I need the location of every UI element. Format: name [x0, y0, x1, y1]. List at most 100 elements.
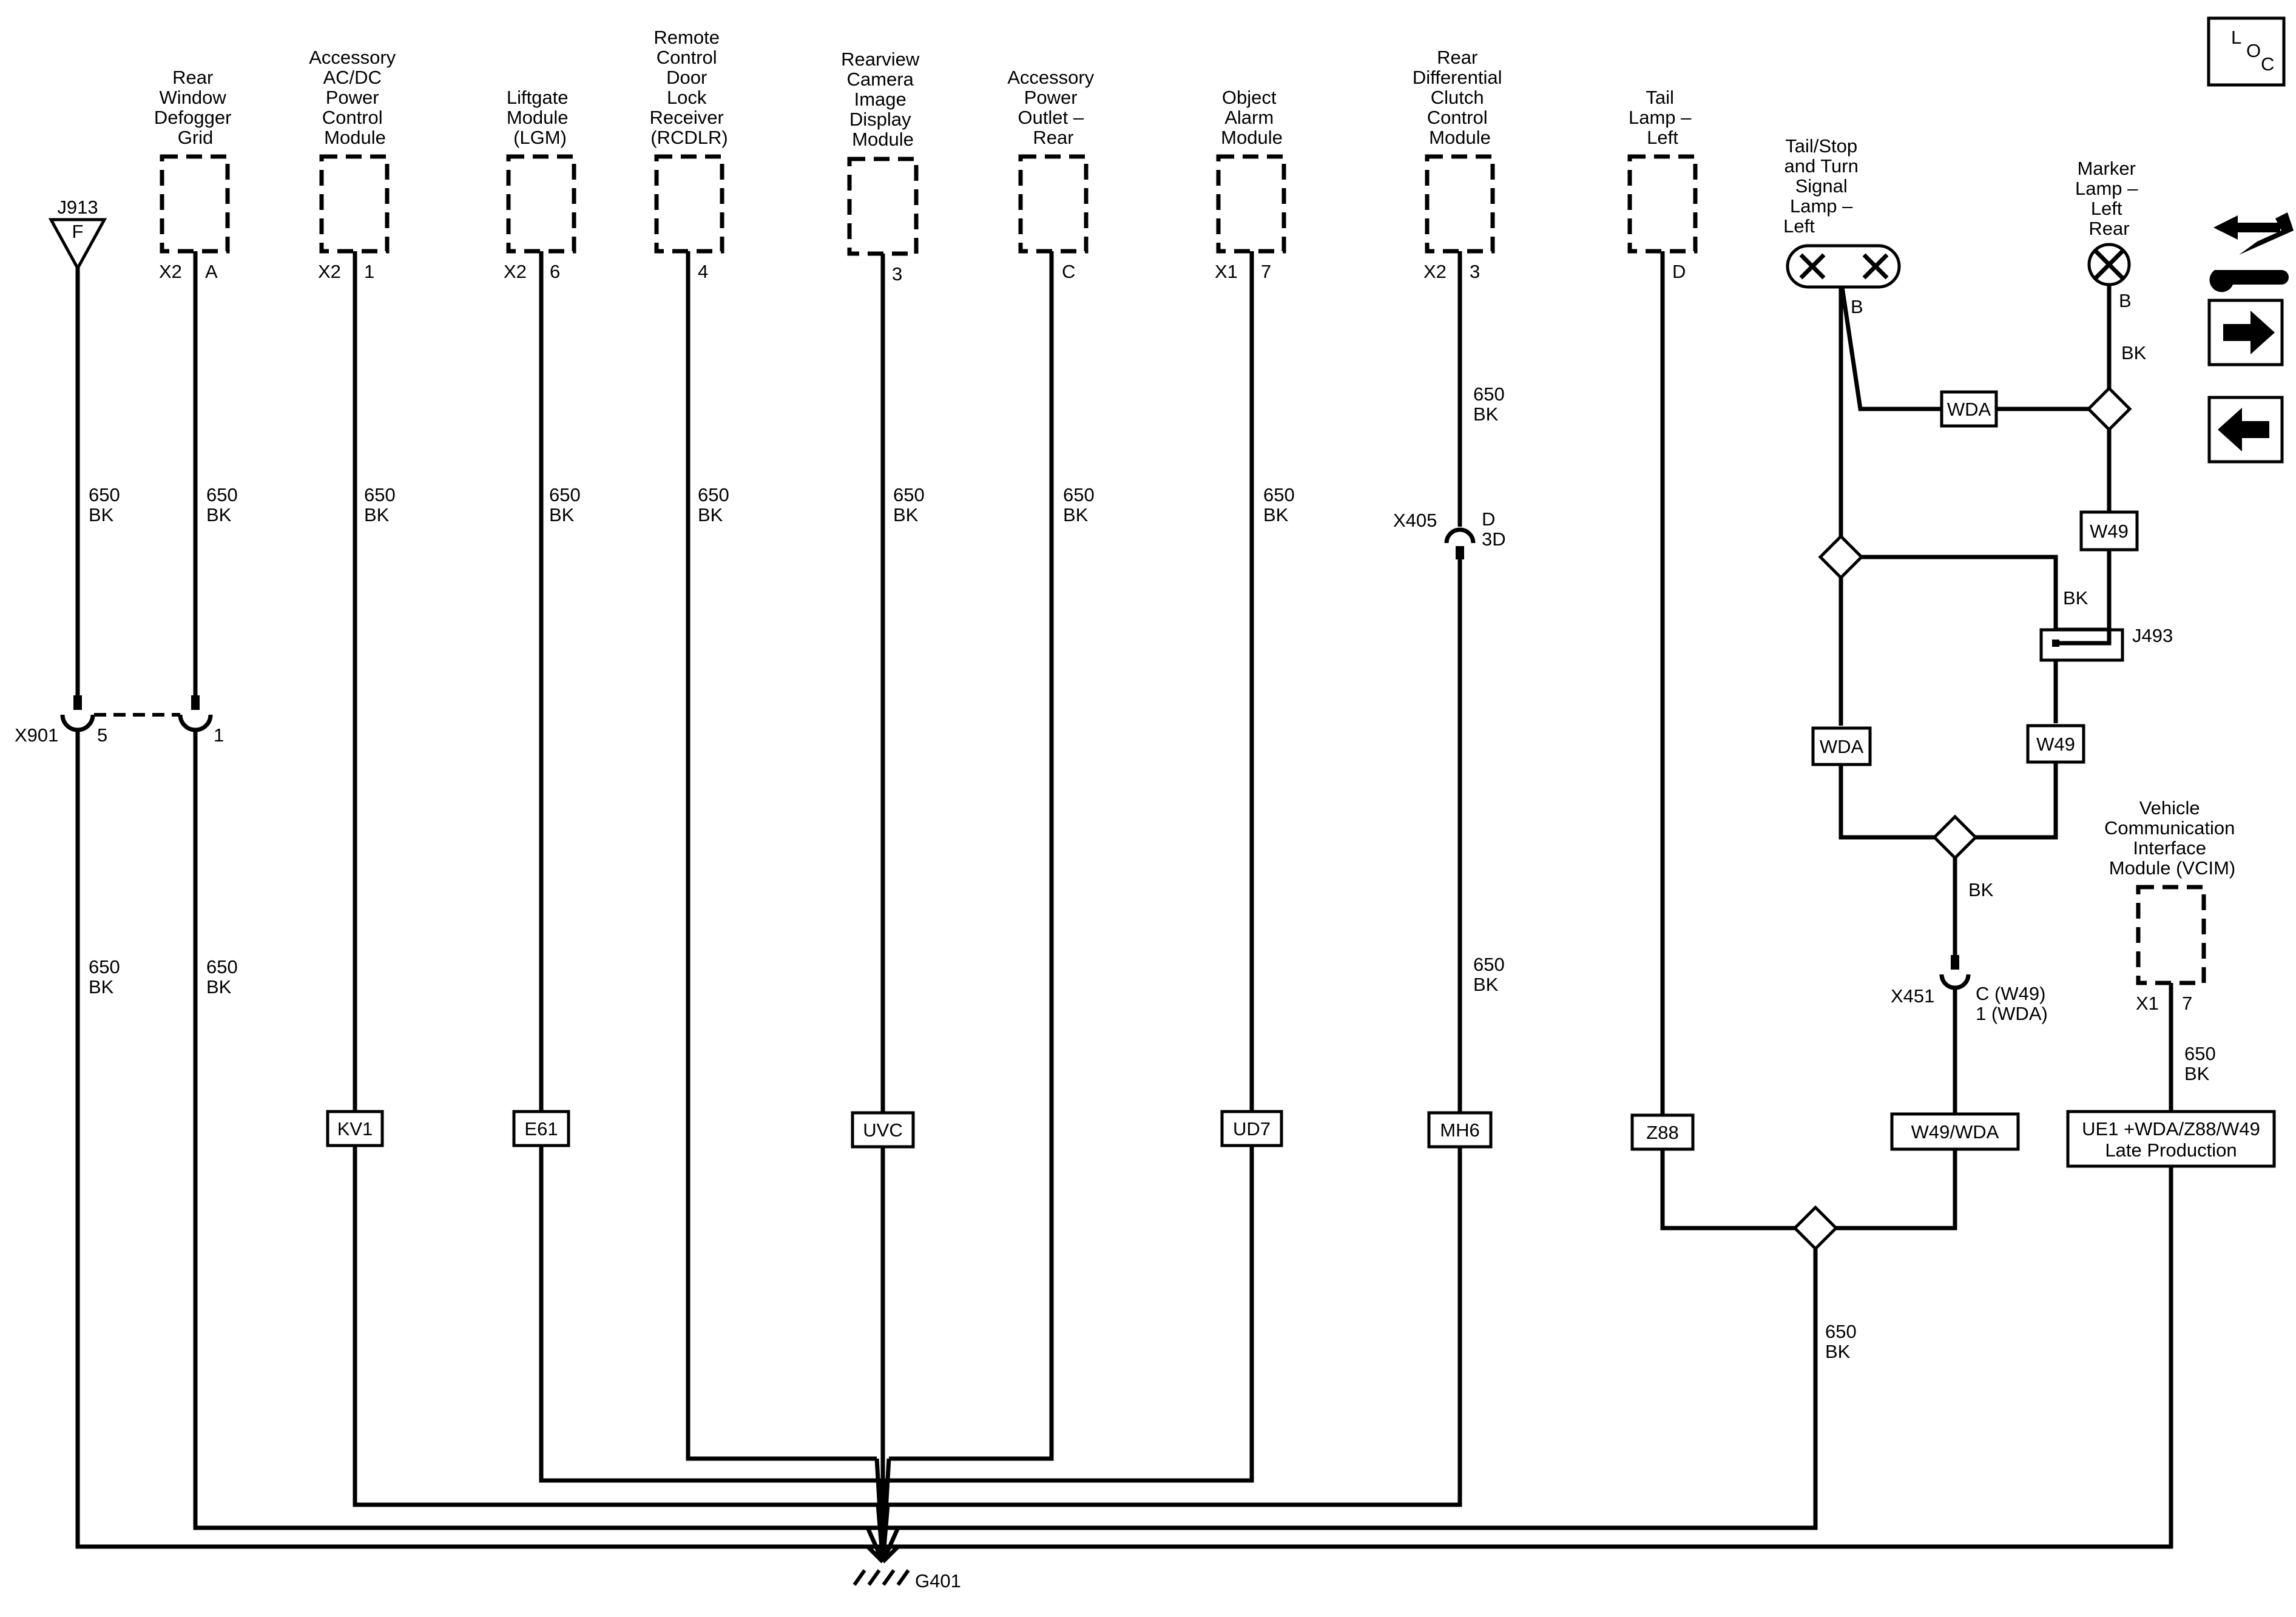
svg-text:MH6: MH6	[1440, 1119, 1479, 1141]
svg-text:650: 650	[1473, 954, 1505, 975]
option-uvc: UVC	[851, 1111, 915, 1149]
svg-text:BK: BK	[2063, 587, 2088, 609]
tail-stop-lamp-icon	[1786, 244, 1901, 289]
svg-text:650: 650	[89, 484, 120, 505]
option-w49-wda: W49/WDA	[1890, 1112, 2020, 1151]
x451-label: X451	[1891, 985, 1934, 1007]
svg-text:UD7: UD7	[1233, 1118, 1271, 1139]
wire-diff	[878, 251, 1462, 1507]
svg-text:650: 650	[2184, 1043, 2216, 1064]
wire-rcdlr	[686, 251, 877, 1461]
option-ud7: UD7	[1220, 1110, 1283, 1147]
label-alarm: Object Alarm Module	[1221, 87, 1283, 148]
label-vcim: Vehicle Communication Interface Module (…	[2104, 797, 2240, 879]
svg-text:7: 7	[1261, 261, 1271, 282]
svg-text:650: 650	[1825, 1321, 1857, 1342]
loc-button[interactable]: L O C	[2207, 16, 2286, 87]
label-diff: Rear Differential Clutch Control Module	[1413, 47, 1507, 148]
lamp-wires	[1838, 285, 2112, 1116]
svg-text:A: A	[205, 261, 218, 282]
svg-text:X2: X2	[318, 261, 341, 282]
ground-label: G401	[915, 1570, 961, 1592]
j913-label: J913	[57, 197, 98, 218]
svg-text:BK: BK	[206, 504, 232, 525]
wire-j913	[75, 267, 898, 1549]
svg-text:WDA: WDA	[1947, 399, 1991, 420]
svg-text:BK: BK	[364, 504, 390, 525]
x405-pin-d: D	[1482, 508, 1495, 530]
svg-text:X1: X1	[2136, 993, 2159, 1014]
svg-text:BK: BK	[89, 976, 114, 998]
svg-text:650: 650	[1263, 484, 1295, 505]
x901-label: X901	[15, 724, 58, 746]
component-box-lgm	[506, 154, 576, 254]
svg-text:4: 4	[698, 261, 708, 282]
label-stoplamp: Tail/Stop and Turn Signal Lamp – Left	[1783, 135, 1863, 237]
arrow-right-icon[interactable]	[2207, 299, 2284, 366]
wire-z88-group	[868, 1149, 1957, 1530]
svg-text:BK: BK	[893, 504, 919, 525]
svg-text:650: 650	[1063, 484, 1095, 505]
option-kv1: KV1	[326, 1110, 384, 1147]
svg-text:BK: BK	[1473, 974, 1499, 995]
svg-text:6: 6	[550, 261, 560, 282]
label-lgm: Liftgate Module (LGM)	[507, 87, 573, 148]
component-box-camera	[847, 157, 919, 256]
loc-o: O	[2246, 40, 2261, 61]
j913-connector-icon	[48, 218, 107, 272]
option-w49-top: W49	[2079, 510, 2139, 552]
x405-pin-3d: 3D	[1482, 528, 1506, 550]
svg-text:Late Production: Late Production	[2105, 1139, 2237, 1161]
option-w49-mid: W49	[2026, 724, 2085, 764]
x451-connector	[1939, 955, 1971, 990]
svg-text:7: 7	[2182, 993, 2192, 1014]
svg-text:BK: BK	[1063, 504, 1089, 525]
option-ue1: UE1 +WDA/Z88/W49 Late Production	[2066, 1110, 2276, 1168]
wire-alarm	[880, 251, 1254, 1483]
svg-text:E61: E61	[524, 1118, 558, 1139]
svg-text:3: 3	[1470, 261, 1480, 282]
label-acdc: Accessory AC/DC Power Control Module	[309, 47, 401, 148]
svg-text:BK: BK	[206, 976, 232, 998]
option-wda-mid: WDA	[1811, 726, 1872, 766]
ground-symbol	[853, 1569, 910, 1586]
j913-pin: F	[72, 221, 84, 242]
x405-label: X405	[1393, 510, 1437, 531]
wire-lgm	[539, 251, 886, 1483]
svg-text:650: 650	[893, 484, 925, 505]
component-box-defogger	[160, 154, 230, 254]
svg-text:KV1: KV1	[337, 1118, 373, 1139]
svg-text:W49: W49	[2090, 521, 2129, 542]
svg-text:B: B	[2119, 290, 2132, 311]
svg-text:BK: BK	[2121, 342, 2147, 363]
svg-text:650: 650	[549, 484, 581, 505]
component-box-outlet	[1018, 154, 1089, 254]
svg-text:650: 650	[364, 484, 396, 505]
label-defogger: Rear Window Defogger Grid	[154, 67, 237, 148]
svg-text:Z88: Z88	[1646, 1122, 1678, 1143]
svg-text:WDA: WDA	[1820, 736, 1864, 757]
svg-text:UVC: UVC	[863, 1119, 902, 1141]
pin-labels: X2 A X2 1 X2 6 4 3 C X1 7 X2 3 D B B X1 …	[159, 261, 2192, 1014]
tools-icon[interactable]	[2209, 212, 2294, 292]
svg-text:W49: W49	[2036, 734, 2075, 755]
svg-text:BK: BK	[2184, 1063, 2210, 1084]
label-outlet: Accessory Power Outlet – Rear	[1007, 67, 1099, 148]
svg-text:BK: BK	[1473, 403, 1499, 425]
component-box-diff	[1425, 154, 1495, 254]
wire-tail	[1660, 251, 1815, 1230]
svg-text:BK: BK	[89, 504, 114, 525]
option-e61: E61	[512, 1110, 570, 1147]
svg-text:X1: X1	[1215, 261, 1238, 282]
svg-text:BK: BK	[549, 504, 575, 525]
label-camera: Rearview Camera Image Display Module	[841, 49, 925, 150]
arrow-left-icon[interactable]	[2207, 396, 2284, 464]
svg-text:BK: BK	[1968, 879, 1994, 900]
j493-label: J493	[2132, 625, 2173, 646]
wire-vcim	[868, 983, 2173, 1549]
svg-text:X2: X2	[159, 261, 182, 282]
option-z88: Z88	[1630, 1113, 1695, 1151]
marker-lamp-icon	[2087, 243, 2131, 286]
wire-acdc	[353, 251, 888, 1507]
